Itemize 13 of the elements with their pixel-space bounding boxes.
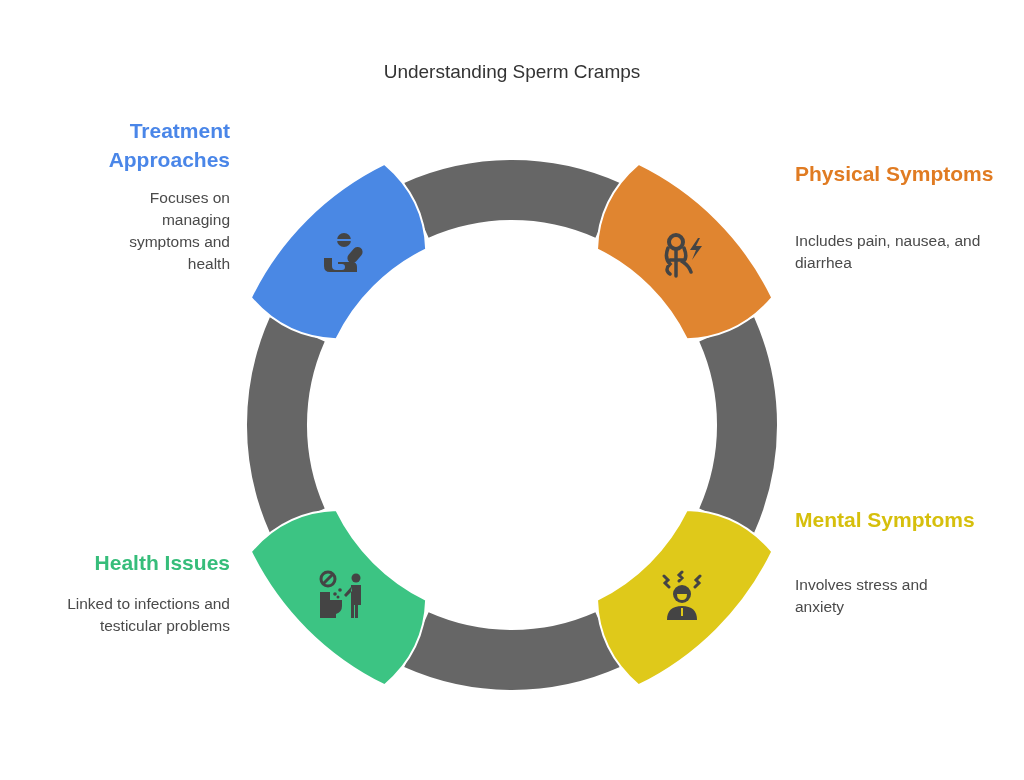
node-description: Linked to infections and testicular problems bbox=[66, 594, 230, 636]
node-heading: Treatment Approaches bbox=[107, 118, 230, 173]
ring-segment bbox=[698, 318, 777, 532]
node-description: Focuses on managing symptoms and health bbox=[128, 188, 230, 274]
node-heading: Mental Symptoms bbox=[795, 507, 976, 533]
ring-segment bbox=[405, 611, 619, 690]
ring-segment bbox=[247, 318, 326, 532]
node-description: Involves stress and anxiety bbox=[795, 575, 929, 617]
ring-segment bbox=[405, 160, 619, 239]
node-heading: Health Issues bbox=[93, 550, 230, 576]
diagram-title: Understanding Sperm Cramps bbox=[382, 61, 642, 83]
node-heading: Physical Symptoms bbox=[795, 161, 995, 187]
node-description: Includes pain, nausea, and diarrhea bbox=[795, 231, 982, 273]
